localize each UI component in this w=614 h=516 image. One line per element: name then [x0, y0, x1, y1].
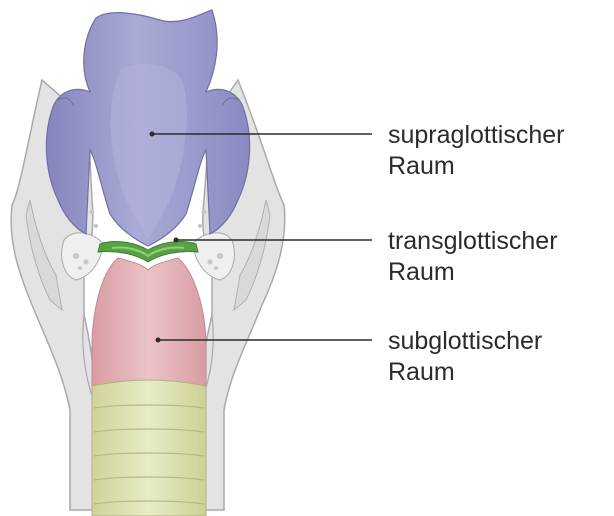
label-transglottic-line2: Raum [388, 258, 455, 286]
supraglottic-space [45, 9, 251, 247]
subglottic-space [91, 257, 207, 389]
leader-lines [149, 131, 372, 343]
label-subglottic-line1: subglottischer [388, 327, 543, 355]
label-supraglottic-line2: Raum [388, 152, 455, 180]
trachea [91, 379, 207, 516]
label-subglottic: subglottischer Raum [388, 326, 542, 388]
label-transglottic-line1: transglottischer [388, 227, 558, 255]
label-supraglottic-line1: supraglottischer [388, 121, 565, 149]
label-supraglottic: supraglottischer Raum [388, 120, 564, 182]
transglottic-space [97, 241, 199, 263]
label-transglottic: transglottischer Raum [388, 226, 558, 288]
label-subglottic-line2: Raum [388, 358, 455, 386]
